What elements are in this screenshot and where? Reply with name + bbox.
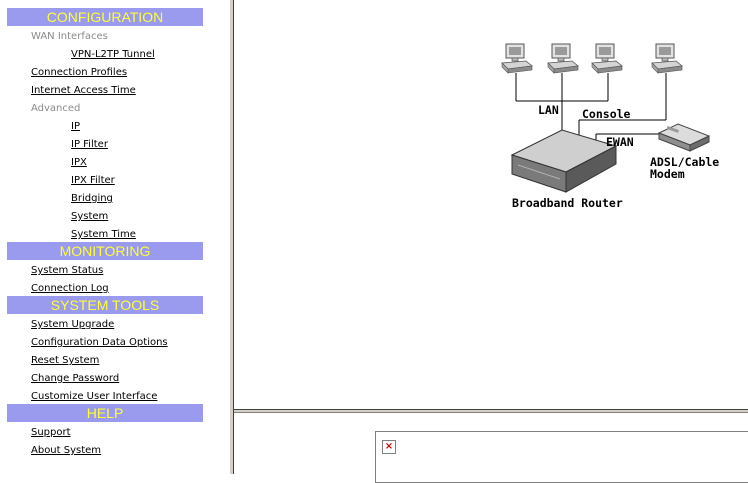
lan-pc-1-icon (501, 43, 533, 74)
nav-link-system-time[interactable]: System Time (71, 229, 136, 240)
nav-link-configuration-data-options[interactable]: Configuration Data Options (31, 337, 168, 348)
section-monitoring: MONITORING (7, 242, 203, 260)
main-frame: LAN Console EWAN ADSL/Cable Modem Broadb… (235, 0, 748, 408)
bottom-frame: × (235, 413, 748, 483)
section-system-tools: SYSTEM TOOLS (7, 296, 203, 314)
network-diagram: LAN Console EWAN ADSL/Cable Modem Broadb… (501, 43, 719, 210)
console-pc-icon (651, 43, 683, 74)
lan-pc-3-icon (591, 43, 623, 74)
nav-link-ipx-filter[interactable]: IPX Filter (71, 175, 115, 186)
console-label: Console (582, 107, 631, 121)
frame-splitter-vertical[interactable] (229, 0, 234, 474)
nav-link-about-system[interactable]: About System (31, 445, 102, 456)
nav-link-system[interactable]: System (71, 211, 109, 222)
frame-splitter-horizontal[interactable] (234, 409, 748, 413)
group-advanced: Advanced (31, 103, 81, 114)
nav-link-system-status[interactable]: System Status (31, 265, 104, 276)
broken-image-icon: × (382, 440, 396, 454)
router-label: Broadband Router (512, 196, 623, 210)
lan-pc-2-icon (547, 43, 579, 74)
group-wan-interfaces: WAN Interfaces (31, 31, 108, 42)
nav-link-ip[interactable]: IP (71, 121, 80, 132)
nav-link-connection-profiles[interactable]: Connection Profiles (31, 67, 128, 78)
image-placeholder: × (375, 431, 748, 483)
nav-link-connection-log[interactable]: Connection Log (31, 283, 109, 294)
nav-link-reset-system[interactable]: Reset System (31, 355, 100, 366)
section-help: HELP (7, 404, 203, 422)
nav-link-system-upgrade[interactable]: System Upgrade (31, 319, 115, 330)
nav-link-customize-user-interface[interactable]: Customize User Interface (31, 391, 158, 402)
nav-link-vpn-l2tp-tunnel[interactable]: VPN-L2TP Tunnel (71, 49, 155, 60)
nav-link-ipx[interactable]: IPX (71, 157, 87, 168)
modem-label-line1: ADSL/Cable (650, 155, 719, 169)
broadband-router-icon (510, 129, 618, 193)
nav-link-internet-access-time[interactable]: Internet Access Time (31, 85, 136, 96)
nav-link-ip-filter[interactable]: IP Filter (71, 139, 108, 150)
modem-label-line2: Modem (650, 167, 685, 181)
navigation-frame: CONFIGURATION WAN Interfaces VPN-L2TP Tu… (0, 0, 229, 474)
ewan-label: EWAN (606, 135, 634, 149)
adsl-cable-modem-icon (657, 123, 711, 152)
nav-link-support[interactable]: Support (31, 427, 71, 438)
section-configuration: CONFIGURATION (7, 8, 203, 26)
nav-link-bridging[interactable]: Bridging (71, 193, 113, 204)
lan-label: LAN (538, 103, 559, 117)
nav-link-change-password[interactable]: Change Password (31, 373, 120, 384)
connection-lines (515, 73, 667, 148)
